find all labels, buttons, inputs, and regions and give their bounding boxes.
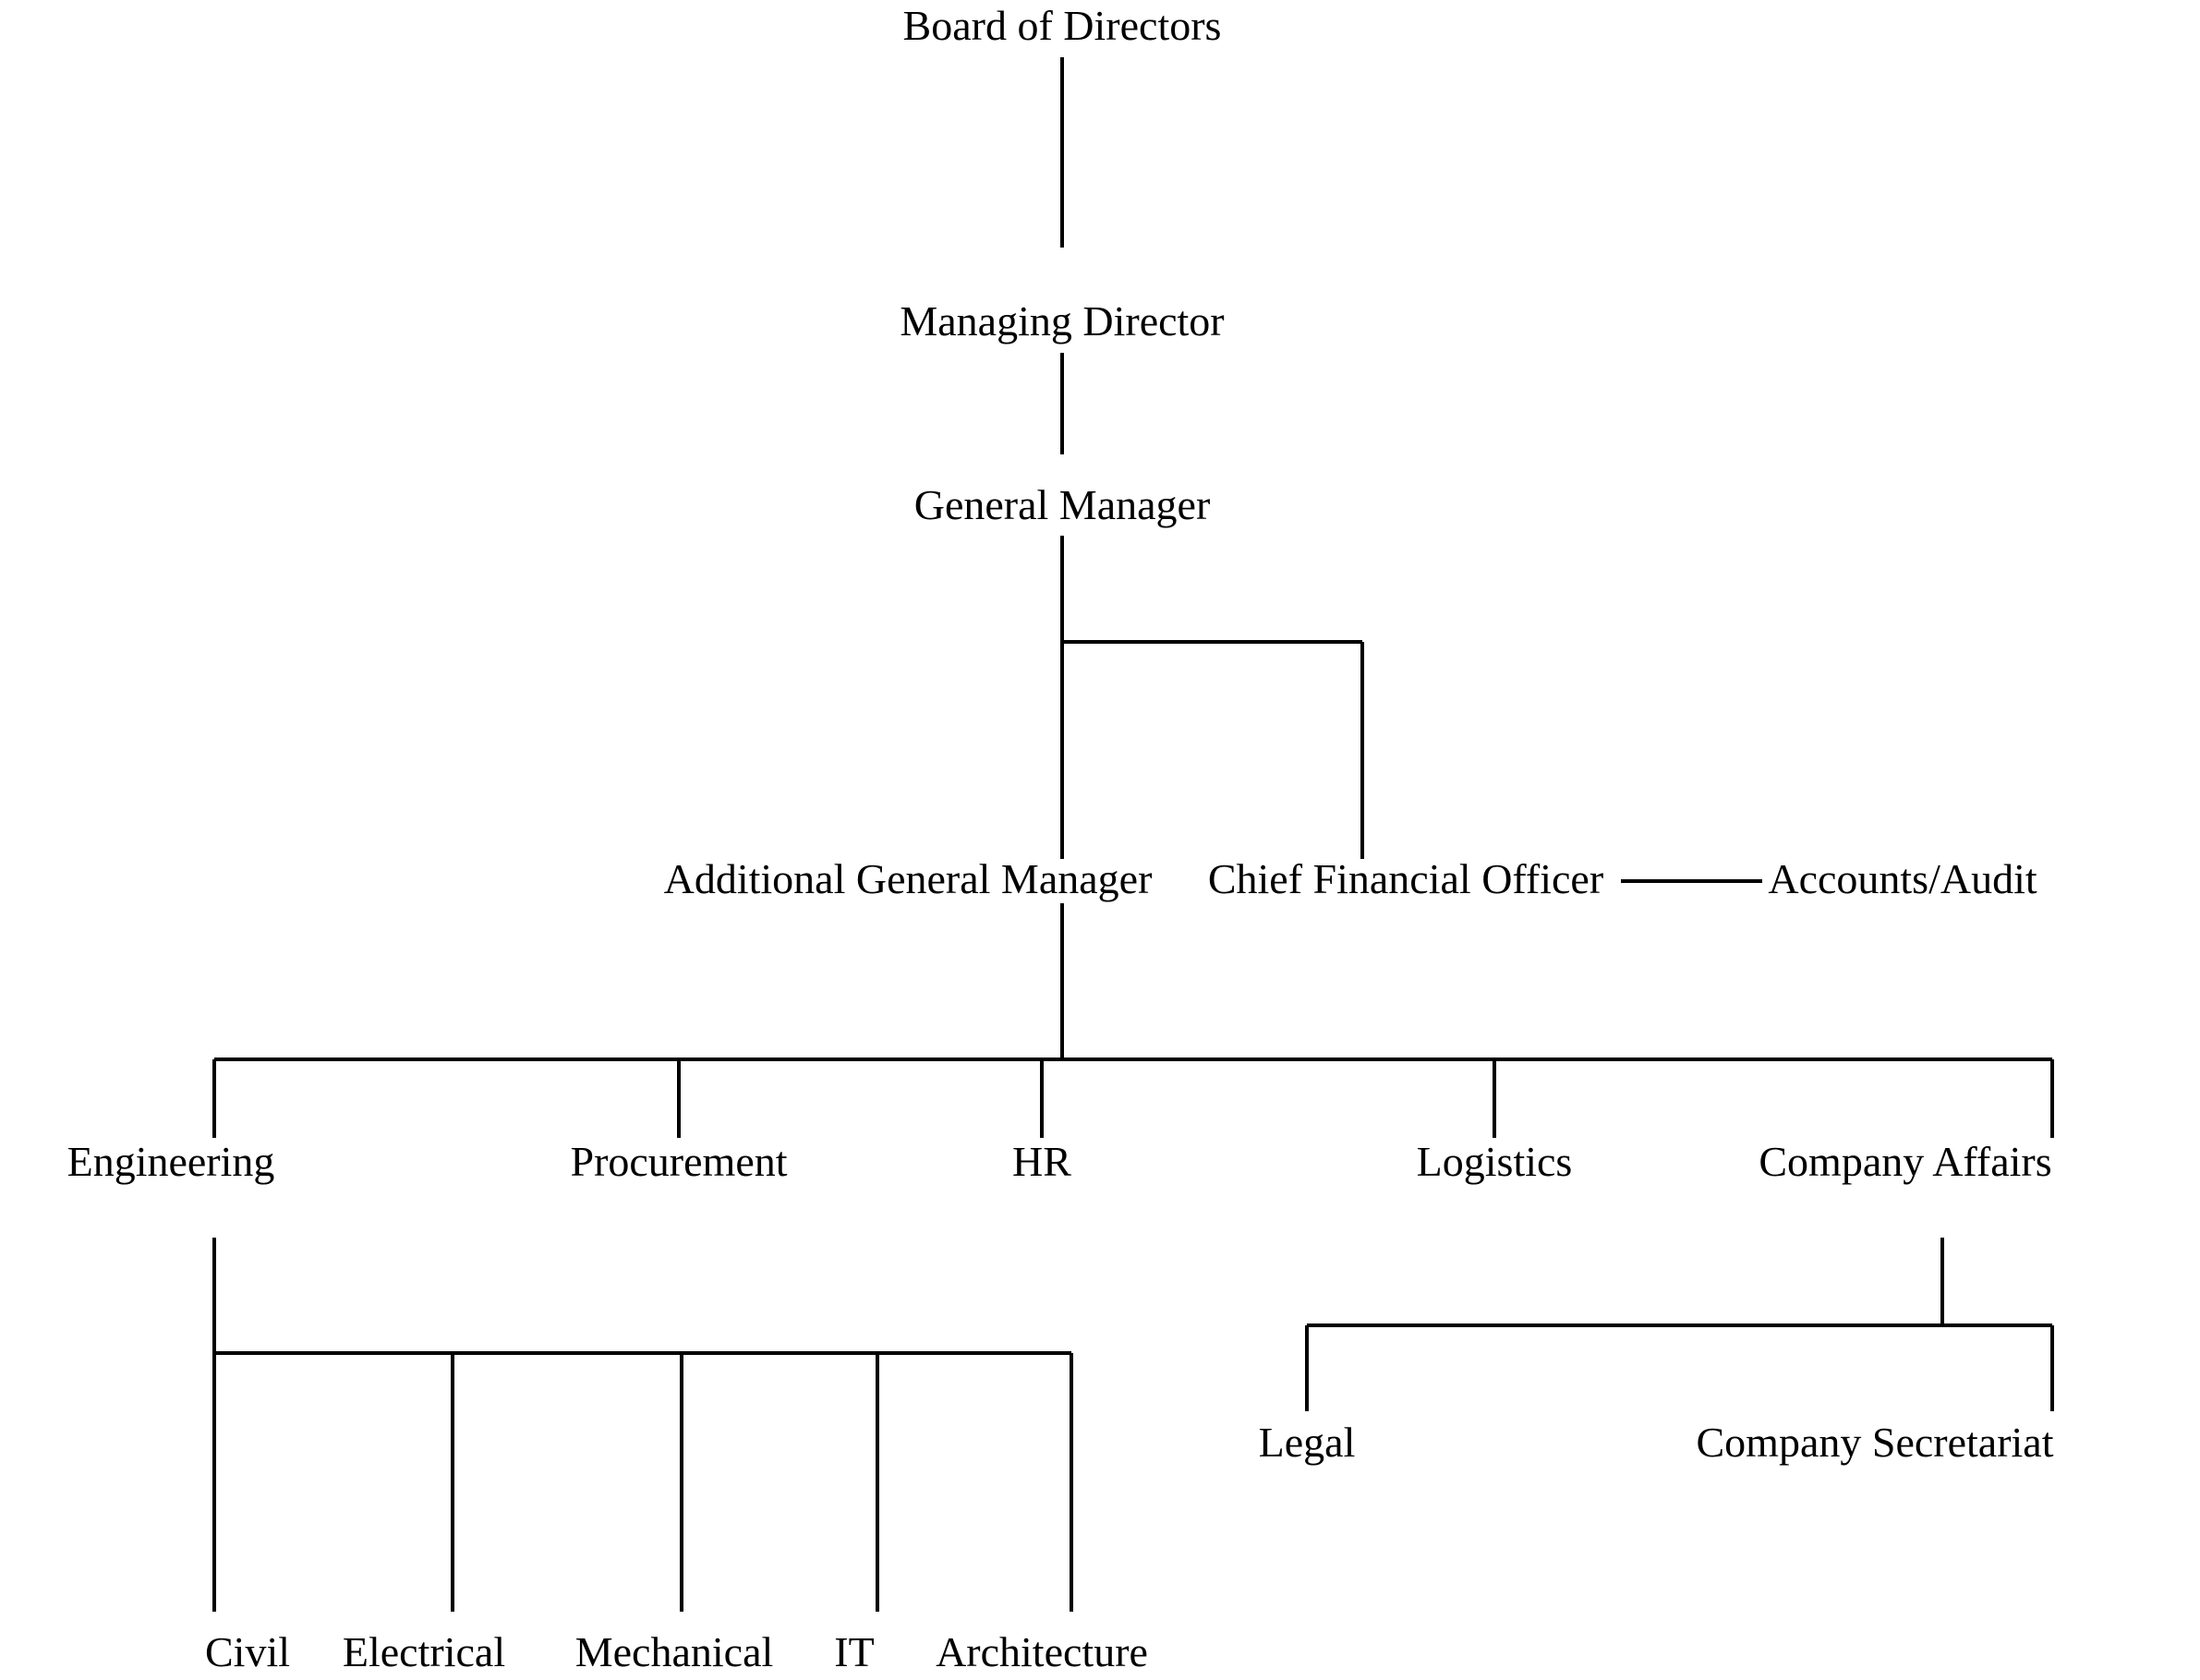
node-additional-general-manager[interactable]: Additional General Manager [663, 855, 1153, 902]
node-engineering[interactable]: Engineering [66, 1138, 275, 1185]
node-legal[interactable]: Legal [1258, 1419, 1356, 1466]
node-hr[interactable]: HR [1012, 1138, 1071, 1185]
node-procurement[interactable]: Procurement [570, 1138, 788, 1185]
node-accounts-audit[interactable]: Accounts/Audit [1768, 855, 2037, 902]
node-it[interactable]: IT [834, 1628, 875, 1675]
node-board-of-directors[interactable]: Board of Directors [902, 2, 1222, 49]
node-logistics[interactable]: Logistics [1416, 1138, 1573, 1185]
node-company-affairs[interactable]: Company Affairs [1759, 1138, 2052, 1185]
node-civil[interactable]: Civil [204, 1628, 291, 1675]
node-architecture[interactable]: Architecture [936, 1628, 1148, 1675]
node-chief-financial-officer[interactable]: Chief Financial Officer [1207, 855, 1604, 902]
node-electrical[interactable]: Electrical [342, 1628, 506, 1675]
node-mechanical[interactable]: Mechanical [574, 1628, 774, 1675]
node-general-manager[interactable]: General Manager [913, 481, 1211, 528]
node-managing-director[interactable]: Managing Director [900, 297, 1225, 344]
node-company-secretariat[interactable]: Company Secretariat [1696, 1419, 2054, 1466]
